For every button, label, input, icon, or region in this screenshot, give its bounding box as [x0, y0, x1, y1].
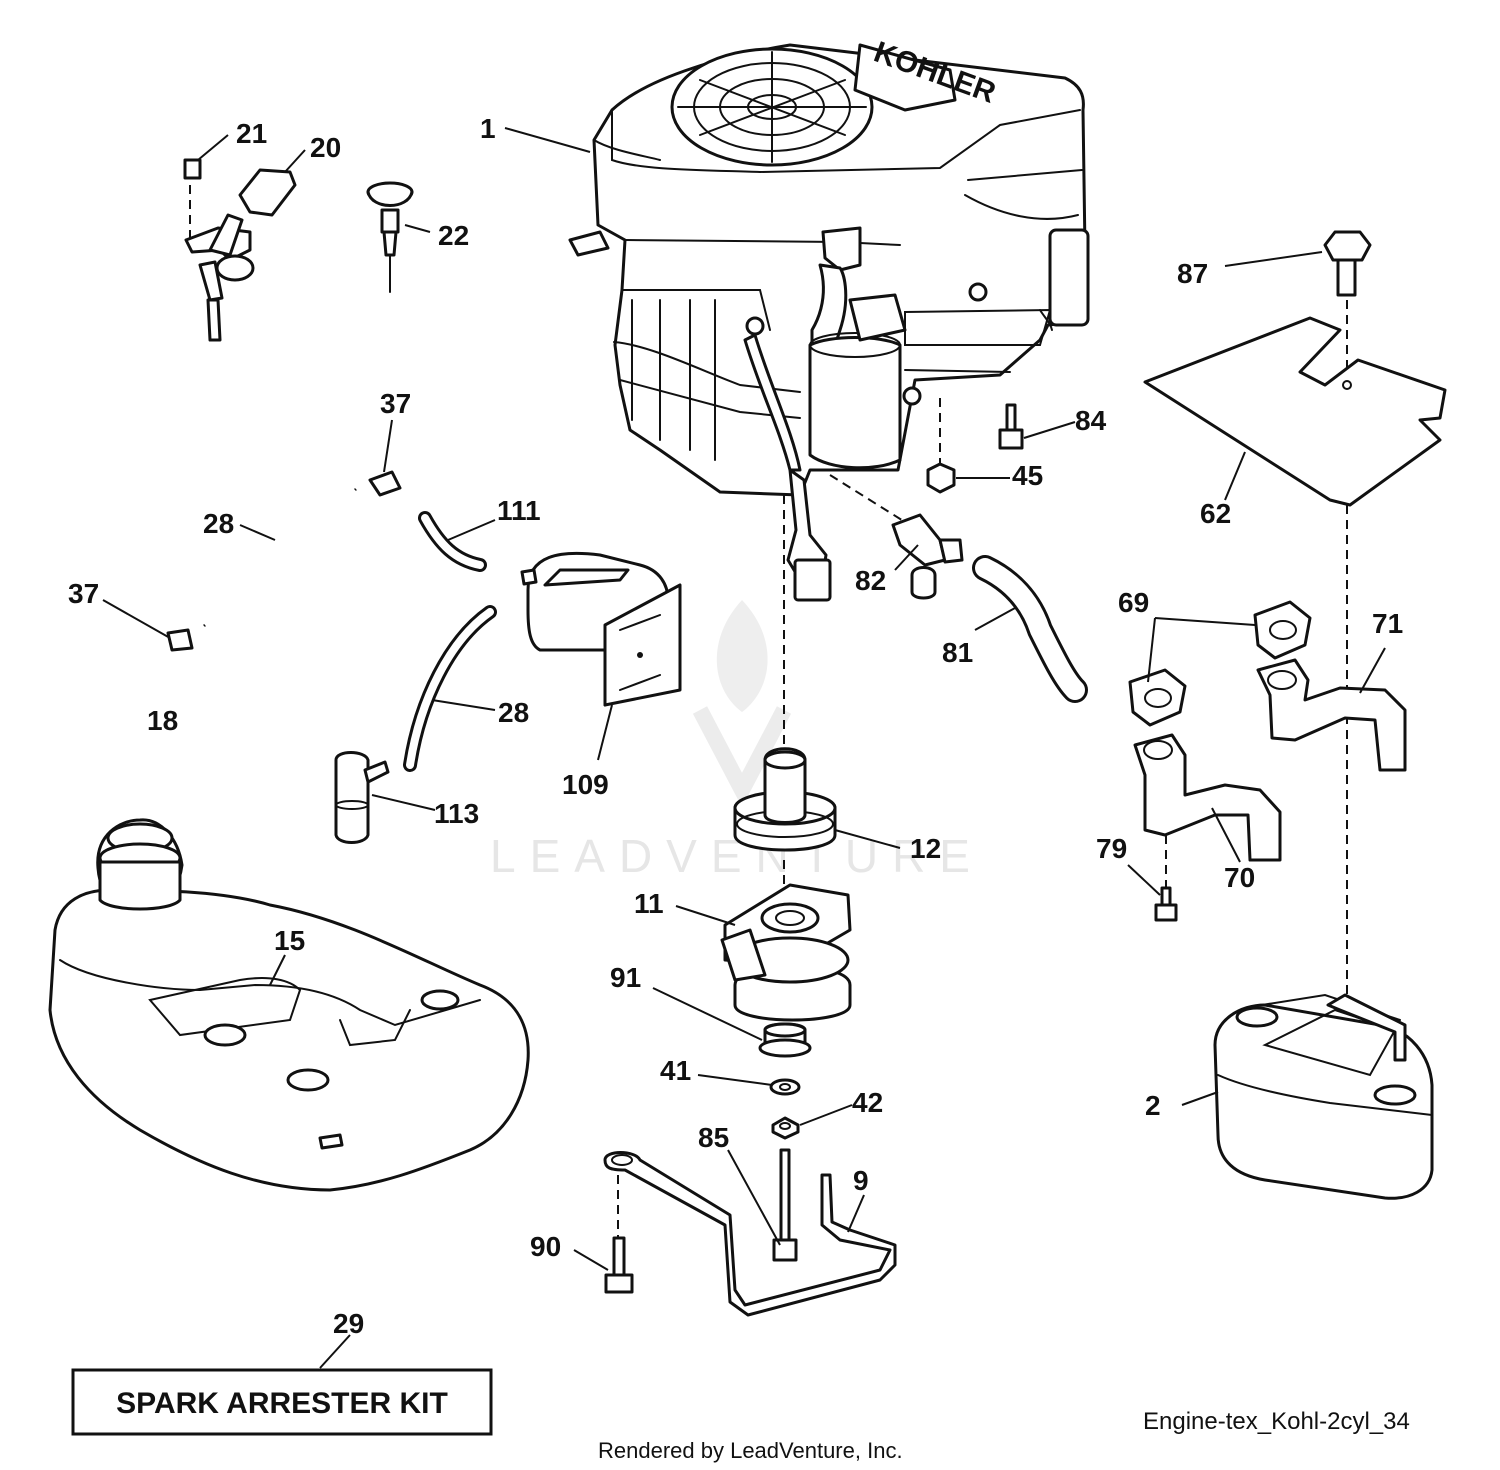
callout-37-upper: 37: [380, 388, 411, 419]
nut-45: [926, 462, 956, 494]
callout-85: 85: [698, 1122, 729, 1153]
callout-12: 12: [910, 833, 941, 864]
charcoal-canister: [520, 551, 682, 707]
spark-arrester-kit: SPARK ARRESTER KIT: [71, 1368, 493, 1436]
callout-9: 9: [853, 1165, 869, 1196]
callout-2: 2: [1145, 1090, 1161, 1121]
callout-82: 82: [855, 565, 886, 596]
kit-label: SPARK ARRESTER KIT: [116, 1387, 448, 1420]
callout-81: 81: [942, 637, 973, 668]
fuel-lines: [166, 470, 497, 772]
exhaust-pipe-70: [1133, 733, 1282, 862]
dipstick: [366, 181, 414, 293]
callout-11: 11: [634, 888, 664, 919]
callout-29: 29: [333, 1308, 364, 1339]
callout-20: 20: [310, 132, 341, 163]
callout-109: 109: [562, 769, 609, 800]
washer-42: [771, 1116, 800, 1140]
callout-28-lower: 28: [498, 697, 529, 728]
pulley: [733, 747, 837, 852]
callout-28-upper: 28: [203, 508, 234, 539]
callout-111: 111: [497, 495, 541, 526]
callout-84: 84: [1075, 405, 1107, 436]
callout-113: 113: [434, 798, 479, 829]
callout-37-lower: 37: [68, 578, 99, 609]
callout-18: 18: [147, 705, 178, 736]
bolt-85: [772, 1148, 798, 1262]
bolt-84: [998, 403, 1024, 450]
render-credit: Rendered by LeadVenture, Inc.: [598, 1438, 903, 1463]
callouts: 1 2 9 11 12 15 18 20 21 22 28 28 29 37 3…: [68, 113, 1403, 1339]
callout-79: 79: [1096, 833, 1127, 864]
throttle-control: [183, 158, 297, 342]
callout-15: 15: [274, 925, 305, 956]
exhaust-pipe-71: [1256, 658, 1407, 772]
muffler: [1213, 993, 1434, 1200]
knob-87: [1323, 230, 1372, 297]
callout-69: 69: [1118, 587, 1149, 618]
fuel-tank: [48, 818, 530, 1192]
heat-shield: [1143, 316, 1447, 507]
leader-lines: [102, 127, 1386, 1369]
callout-62: 62: [1200, 498, 1231, 529]
callout-87: 87: [1177, 258, 1208, 289]
callout-41: 41: [660, 1055, 691, 1086]
engine: KOHLER: [568, 36, 1090, 602]
watermark: LEADVENTURE: [490, 600, 984, 882]
callout-21: 21: [236, 118, 267, 149]
fuel-filter: [334, 751, 390, 844]
watermark-text: LEADVENTURE: [490, 830, 984, 882]
washer-41: [769, 1078, 801, 1096]
callout-90: 90: [530, 1231, 561, 1262]
bracket-9: [603, 1151, 897, 1317]
diagram-id: Engine-tex_Kohl-2cyl_34: [1143, 1408, 1410, 1435]
callout-71: 71: [1372, 608, 1403, 639]
spacer: [758, 1022, 812, 1058]
bolt-79: [1154, 886, 1178, 922]
fuel-solenoid: [891, 513, 964, 600]
callout-70: 70: [1224, 862, 1255, 893]
callout-1: 1: [480, 113, 496, 144]
gaskets-69: [1128, 600, 1312, 727]
callout-22: 22: [438, 220, 469, 251]
fuel-line-81: [972, 555, 1088, 703]
callout-42: 42: [852, 1087, 883, 1118]
bolt-90: [604, 1236, 634, 1294]
callout-91: 91: [610, 962, 641, 993]
electric-clutch: [720, 883, 852, 1022]
callout-45: 45: [1012, 460, 1043, 491]
